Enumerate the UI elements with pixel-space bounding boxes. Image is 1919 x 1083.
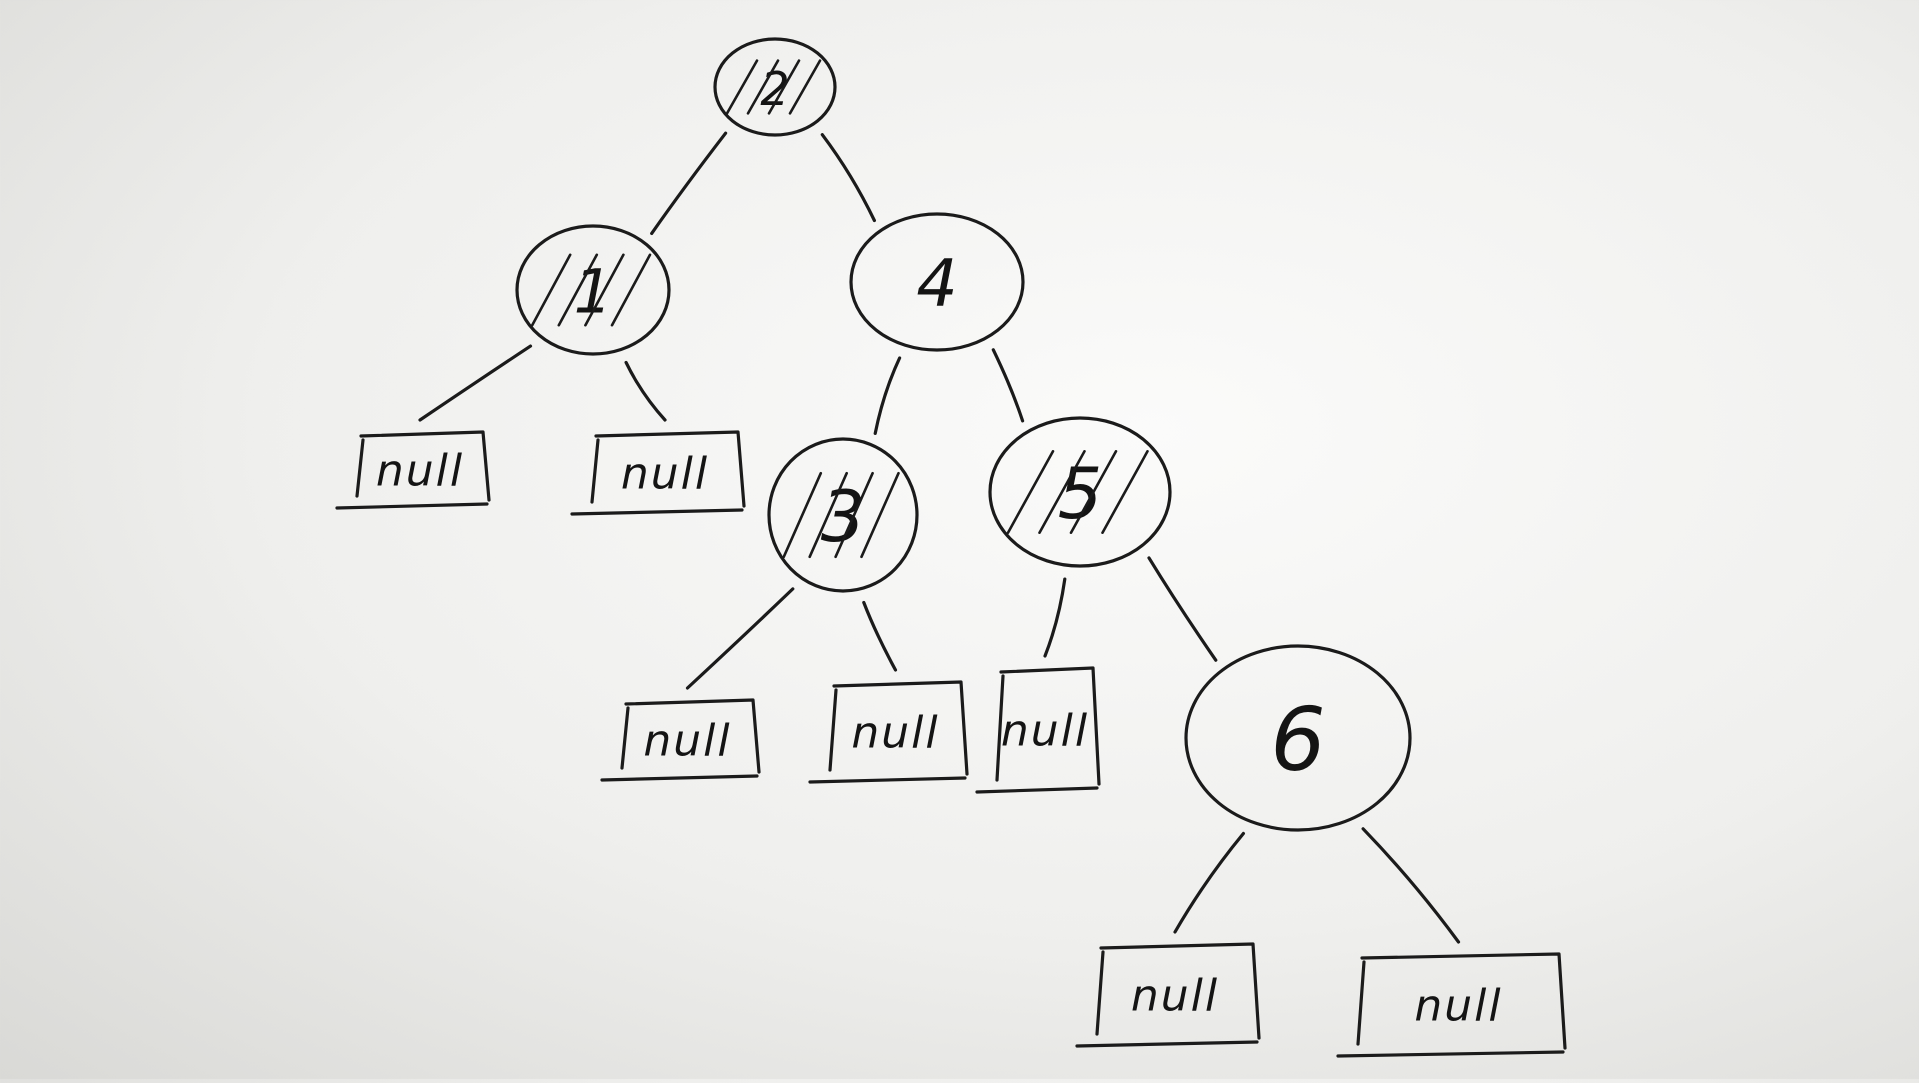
edge-n1-null1	[418, 344, 533, 422]
null-label: null	[376, 446, 464, 497]
null-label: null	[851, 708, 939, 759]
edge-n6-null6	[1173, 831, 1245, 934]
null-box-outline	[1336, 952, 1567, 1058]
null-box-outline	[600, 698, 761, 782]
node-circle	[988, 416, 1172, 568]
node-circle	[767, 437, 919, 593]
tree-node-2: 2	[713, 37, 837, 137]
null-leaf-null7: null	[1336, 952, 1567, 1058]
null-label: null	[643, 716, 731, 767]
edge-n2-n4	[820, 133, 876, 223]
null-box-outline	[808, 680, 969, 784]
node-circle	[1184, 644, 1412, 832]
edge-n5-null5	[1043, 577, 1067, 658]
null-box-outline	[335, 430, 491, 510]
null-label: null	[1001, 706, 1089, 757]
null-label: null	[1131, 971, 1219, 1022]
null-label: null	[1414, 981, 1502, 1032]
null-leaf-null2: null	[570, 430, 746, 516]
node-label: 1	[574, 257, 613, 328]
null-box-outline	[975, 666, 1101, 794]
null-leaf-null5: null	[975, 666, 1101, 794]
node-label: 6	[1270, 689, 1325, 791]
null-leaf-null6: null	[1075, 942, 1261, 1048]
edge-n3-null4	[862, 600, 898, 672]
node-label: 4	[916, 247, 957, 322]
null-leaf-null4: null	[808, 680, 969, 784]
nodes-layer: 2 1 4 3 5 6	[515, 37, 1412, 832]
edge-n1-null2	[624, 360, 667, 422]
tree-node-3: 3	[767, 437, 919, 593]
crossed-out-hatch	[530, 253, 652, 327]
edge-n4-n3	[873, 356, 902, 435]
node-label: 2	[760, 62, 789, 116]
edge-n5-n6	[1147, 556, 1218, 662]
edge-n4-n5	[991, 348, 1025, 423]
crossed-out-hatch	[782, 471, 900, 559]
tree-node-1: 1	[515, 224, 671, 356]
node-label: 5	[1058, 453, 1103, 535]
tree-node-6: 6	[1184, 644, 1412, 832]
node-circle	[515, 224, 671, 356]
node-circle	[713, 37, 837, 137]
null-box-outline	[1075, 942, 1261, 1048]
node-circle	[849, 212, 1025, 352]
crossed-out-hatch	[1006, 449, 1149, 535]
edge-n6-null7	[1361, 827, 1461, 944]
null-leaf-null1: null	[335, 430, 491, 510]
null-boxes-layer: null null null null null null null	[335, 430, 1567, 1058]
null-label: null	[621, 449, 709, 500]
null-box-outline	[570, 430, 746, 516]
tree-node-5: 5	[988, 416, 1172, 568]
edge-n3-null3	[685, 587, 795, 690]
edge-n2-n1	[650, 131, 728, 235]
edges-layer	[418, 131, 1461, 944]
null-leaf-null3: null	[600, 698, 761, 782]
crossed-out-hatch	[725, 59, 822, 115]
tree-node-4: 4	[849, 212, 1025, 352]
